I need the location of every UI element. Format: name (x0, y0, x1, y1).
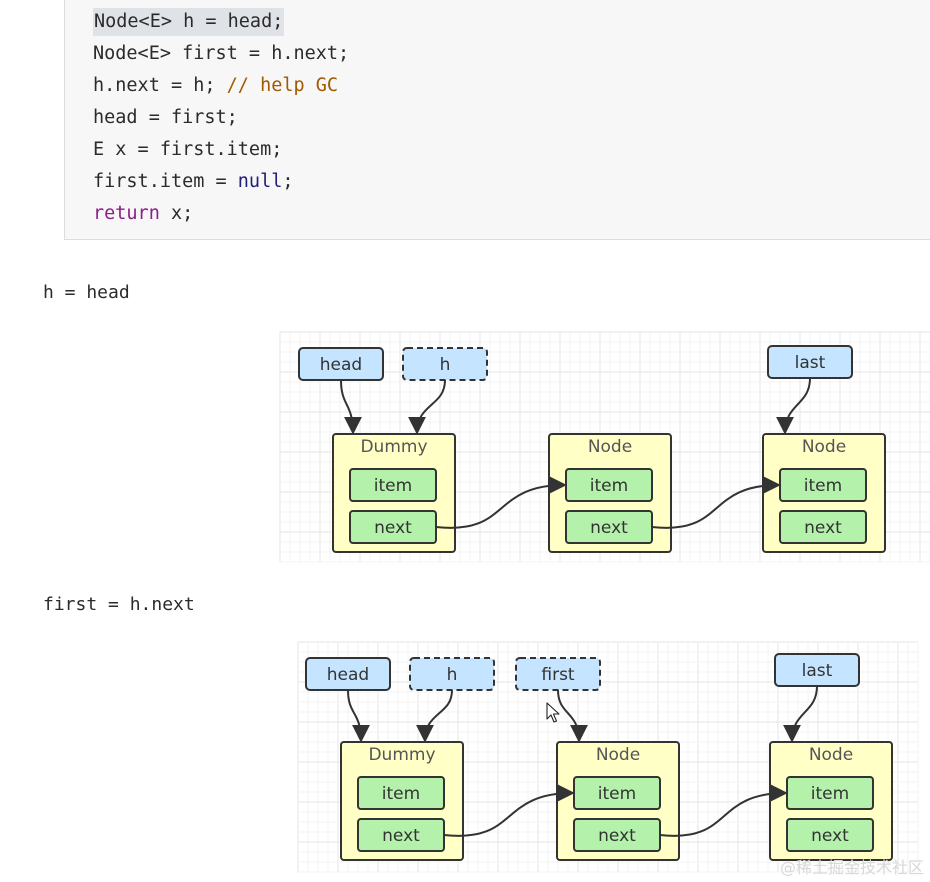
code-token: x; (159, 203, 194, 224)
code-token: E x = first.item; (93, 139, 283, 160)
list-node-node: Node item next (548, 433, 672, 553)
code-line: return x; (93, 200, 193, 228)
pointer-label: head (327, 665, 369, 685)
node-field-next (786, 818, 874, 852)
list-node-node: Node item next (769, 741, 893, 861)
code-line: first.item = null; (93, 168, 294, 196)
node-field-label: next (804, 518, 842, 538)
pointer-arrow (783, 685, 818, 743)
code-line: Node<E> first = h.next; (93, 40, 349, 68)
node-field-label: item (382, 784, 420, 804)
next-pointer-arrow (435, 476, 567, 529)
pointer-label: h (440, 355, 451, 375)
code-line: E x = first.item; (93, 136, 282, 164)
pointer-label: h (447, 665, 458, 685)
code-token: return (93, 203, 160, 224)
node-title: Dummy (368, 745, 435, 765)
pointer-arrow (557, 689, 588, 743)
code-token: first.item = (93, 171, 238, 192)
node-field-label: item (811, 784, 849, 804)
pointer-label: last (795, 353, 826, 373)
next-pointer-arrow (443, 784, 575, 837)
pointer-label: first (541, 665, 575, 685)
pointer-arrow (340, 379, 362, 435)
pointer-h: h (402, 347, 488, 381)
code-token: Node<E> first = h.next; (93, 43, 350, 64)
pointer-last: last (767, 345, 853, 379)
node-title: Node (596, 745, 640, 765)
node-field-label: item (598, 784, 636, 804)
node-title: Dummy (360, 437, 427, 457)
pointer-arrow (408, 379, 446, 435)
section-label-h-equals-head: h = head (43, 282, 130, 303)
code-token: head = first; (93, 107, 238, 128)
node-field-label: next (590, 518, 628, 538)
next-pointer-arrow (651, 476, 781, 529)
node-field-next (779, 510, 867, 544)
node-field-label: next (811, 826, 849, 846)
pointer-arrow (416, 689, 453, 743)
pointer-label: last (802, 661, 833, 681)
node-field-item (349, 468, 437, 502)
code-token: // help GC (226, 75, 339, 96)
code-token: null (237, 171, 283, 192)
list-node-dummy: Dummy item next (332, 433, 456, 553)
list-node-dummy: Dummy item next (340, 741, 464, 861)
code-line: Node<E> h = head; (93, 8, 285, 36)
linked-list-diagram-2: Dummy item next Node item next Node item next hea… (297, 641, 919, 873)
node-title: Node (588, 437, 632, 457)
code-token: ; (282, 171, 294, 192)
node-field-item (357, 776, 445, 810)
pointer-head: head (305, 657, 391, 691)
code-line: h.next = h; // help GC (93, 72, 338, 100)
pointer-first: first (515, 657, 601, 691)
code-token: Node<E> h = head; (94, 11, 284, 32)
pointer-arrow (776, 377, 811, 435)
list-node-node: Node item next (762, 433, 886, 553)
pointer-label: head (320, 355, 362, 375)
mouse-cursor-icon (546, 702, 560, 723)
next-pointer-arrow (659, 784, 788, 837)
code-block: Node<E> h = head; Node<E> first = h.next;… (64, 0, 930, 240)
node-field-label: next (598, 826, 636, 846)
node-title: Node (809, 745, 853, 765)
node-field-label: next (382, 826, 420, 846)
code-line: head = first; (93, 104, 238, 132)
node-field-label: next (374, 518, 412, 538)
node-field-label: item (590, 476, 628, 496)
watermark: @稀土掘金技术社区 (779, 858, 924, 877)
section-label-first-equals-h-next: first = h.next (43, 594, 195, 615)
node-title: Node (802, 437, 846, 457)
code-token: h.next = h; (93, 75, 227, 96)
pointer-h: h (409, 657, 495, 691)
node-field-label: item (374, 476, 412, 496)
pointer-head: head (298, 347, 384, 381)
pointer-arrow (347, 689, 370, 743)
node-field-label: item (804, 476, 842, 496)
pointer-last: last (774, 653, 860, 687)
list-node-node: Node item next (556, 741, 680, 861)
linked-list-diagram-1: Dummy item next Node item next Node item next hea… (279, 331, 930, 563)
